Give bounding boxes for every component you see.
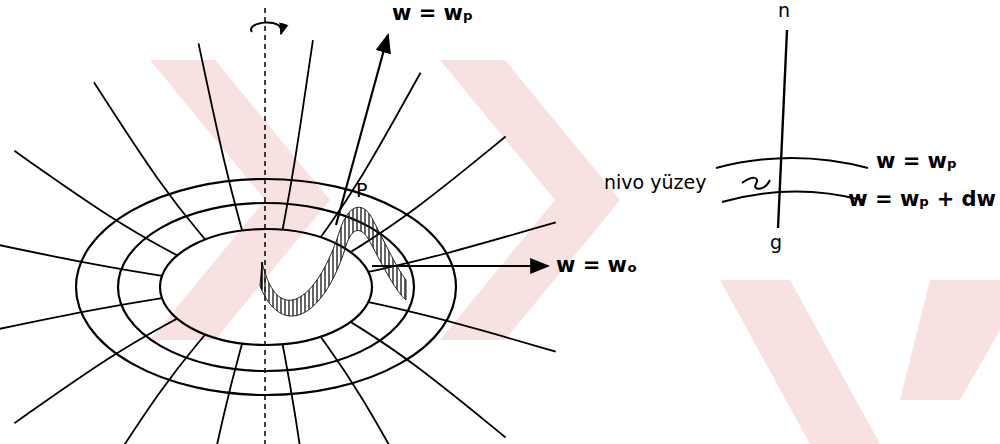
rotation-axis — [264, 8, 266, 444]
pointer-arrow — [372, 265, 548, 267]
surface-tick — [261, 262, 263, 290]
potential-label: w = wₚ + dw — [848, 188, 996, 211]
rotation-arrow — [251, 22, 281, 34]
normal-line — [778, 30, 787, 228]
field-line — [321, 337, 421, 444]
field-line — [94, 335, 205, 444]
potential-label: w = wₚ — [392, 2, 473, 25]
field-lines — [0, 40, 556, 444]
potential-label: w = wₒ — [556, 254, 637, 277]
pointer-arrow — [336, 35, 388, 225]
point-label: P — [356, 180, 367, 201]
level-ellipse — [118, 203, 414, 371]
gravity-label: g — [770, 232, 782, 253]
potential-label: w = wₚ — [876, 150, 957, 173]
field-line — [199, 43, 243, 230]
level-ellipse — [76, 179, 456, 395]
watermark — [150, 60, 1000, 444]
level-curve — [722, 191, 862, 202]
hatched-surface — [260, 207, 406, 316]
level-surfaces — [76, 179, 456, 395]
field-line — [283, 40, 313, 230]
level-curve — [716, 158, 868, 168]
field-line — [351, 322, 506, 438]
normal-label: n — [778, 0, 790, 21]
surface-label: nivo yüzey — [604, 172, 706, 193]
leader-line — [742, 178, 770, 189]
